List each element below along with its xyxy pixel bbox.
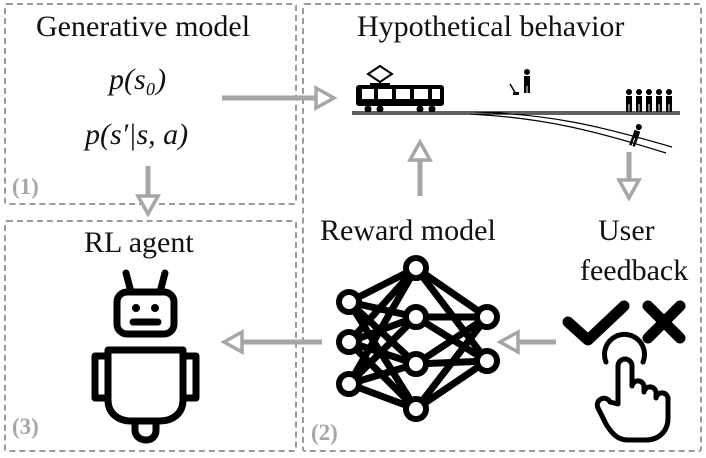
five-people-icon: [626, 89, 672, 112]
rl-agent-panel: [4, 220, 297, 452]
generative-model-title: Generative model: [36, 10, 251, 43]
initial-state-formula: p(s₀): [109, 63, 167, 96]
tap-hand-icon: [594, 331, 671, 443]
hypothetical-behavior-title: Hypothetical behavior: [357, 10, 625, 43]
user-feedback-title-line1: User: [598, 214, 655, 247]
trolley-icon: [356, 64, 444, 113]
track-lines: [352, 111, 680, 154]
transition-formula: p(s′|s, a): [85, 118, 189, 151]
reward-model-title: Reward model: [320, 214, 496, 247]
user-feedback-title-line2: feedback: [580, 254, 689, 287]
lone-person-icon: [629, 124, 642, 147]
neural-network-icon: [336, 255, 500, 422]
lever-person-icon: [509, 69, 530, 95]
system-panel: [302, 3, 702, 452]
robot-icon: [91, 269, 200, 444]
panel-number-2: (2): [311, 420, 338, 445]
panel-number-1: (1): [12, 174, 39, 199]
flow-arrows: [135, 85, 642, 355]
cross-icon: [642, 300, 686, 344]
rl-agent-title: RL agent: [84, 226, 194, 259]
checkmark-icon: [562, 300, 630, 346]
panel-number-3: (3): [12, 414, 39, 439]
